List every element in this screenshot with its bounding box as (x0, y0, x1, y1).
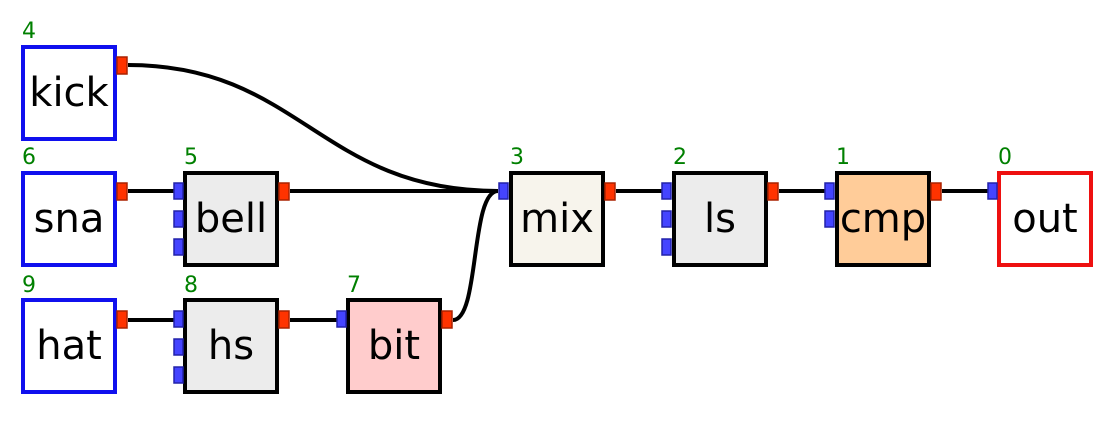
node-box[interactable] (997, 171, 1093, 267)
input-port-3[interactable] (173, 238, 184, 256)
node-out[interactable]: 0 out (987, 145, 1093, 267)
node-bell[interactable]: 5 bell (173, 145, 290, 267)
node-sna[interactable]: 6 sna (21, 145, 128, 267)
node-box[interactable] (183, 298, 279, 394)
output-port[interactable] (767, 182, 779, 201)
node-title: sna (34, 196, 105, 242)
input-port-2[interactable] (661, 210, 672, 228)
input-port-1[interactable] (824, 182, 835, 200)
input-port-2[interactable] (173, 338, 184, 356)
input-port-1[interactable] (336, 310, 347, 328)
input-port-2[interactable] (173, 210, 184, 228)
output-port[interactable] (278, 310, 290, 329)
node-kick[interactable]: 4 kick (21, 19, 128, 141)
input-port-1[interactable] (661, 182, 672, 200)
input-port-1[interactable] (498, 182, 509, 200)
output-port[interactable] (116, 56, 128, 75)
node-title: ls (704, 196, 736, 242)
output-port[interactable] (116, 182, 128, 201)
input-port-1[interactable] (173, 310, 184, 328)
input-port-1[interactable] (173, 182, 184, 200)
output-port[interactable] (441, 310, 453, 329)
input-port-1[interactable] (987, 182, 998, 200)
output-port[interactable] (930, 182, 942, 201)
node-id-label: 8 (184, 273, 198, 298)
node-id-label: 5 (184, 145, 198, 170)
output-port[interactable] (116, 310, 128, 329)
node-title: kick (29, 70, 109, 116)
node-id-label: 1 (836, 145, 850, 170)
node-id-label: 4 (22, 19, 36, 44)
node-hs[interactable]: 8 hs (173, 273, 290, 394)
node-id-label: 9 (22, 273, 36, 298)
node-box[interactable] (509, 171, 605, 267)
node-id-label: 0 (998, 145, 1012, 170)
node-id-label: 3 (510, 145, 524, 170)
node-title: hat (36, 323, 102, 369)
node-title: out (1012, 196, 1078, 242)
node-box[interactable] (183, 171, 279, 267)
node-title: hs (208, 323, 254, 369)
input-port-3[interactable] (661, 238, 672, 256)
wires (127, 63, 988, 322)
output-port[interactable] (278, 182, 290, 201)
node-title: bit (368, 323, 420, 369)
output-port[interactable] (604, 182, 616, 201)
node-hat[interactable]: 9 hat (21, 273, 128, 394)
node-id-label: 2 (673, 145, 687, 170)
node-mix[interactable]: 3 mix (498, 145, 616, 267)
node-box[interactable] (21, 171, 117, 267)
wire-kick-to-mix (127, 63, 499, 193)
node-title: cmp (840, 196, 926, 242)
node-cmp[interactable]: 1 cmp (824, 145, 942, 267)
node-box[interactable] (835, 171, 931, 267)
node-title: bell (195, 196, 267, 242)
input-port-2[interactable] (824, 210, 835, 228)
node-box[interactable] (21, 45, 117, 141)
node-id-label: 7 (347, 273, 361, 298)
node-box[interactable] (21, 298, 117, 394)
wire-bit-to-mix (452, 189, 499, 322)
node-box[interactable] (346, 298, 442, 394)
node-ls[interactable]: 2 ls (661, 145, 779, 267)
node-title: mix (520, 196, 594, 242)
node-box[interactable] (672, 171, 768, 267)
input-port-3[interactable] (173, 366, 184, 384)
node-bit[interactable]: 7 bit (336, 273, 453, 394)
node-id-label: 6 (22, 145, 36, 170)
